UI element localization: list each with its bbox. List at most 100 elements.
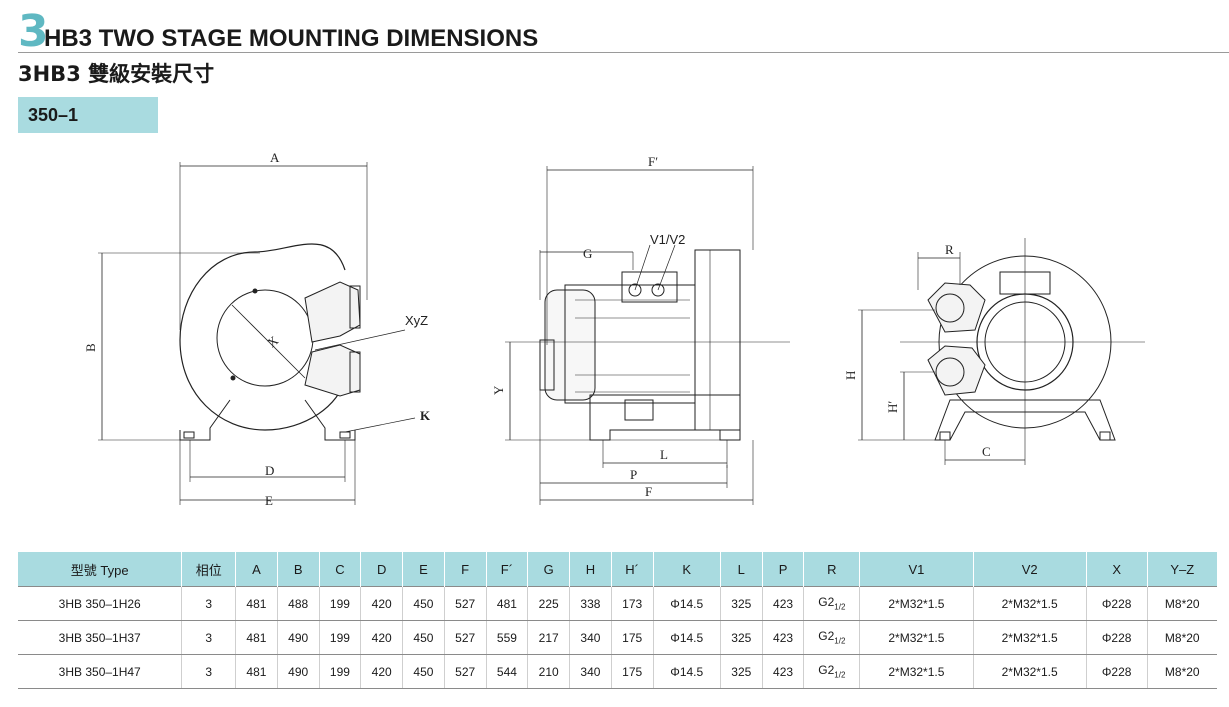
table-cell: 544: [485, 654, 528, 689]
dim-label-p: P: [630, 467, 637, 482]
table-cell: 450: [402, 586, 445, 621]
table-header-cell: E: [402, 552, 445, 587]
table-header-cell: B: [276, 552, 320, 587]
table-header-cell: C: [318, 552, 361, 587]
cell-value: G2: [818, 629, 835, 644]
table-cell: 338: [569, 586, 612, 621]
table-cell: G21/2: [803, 620, 860, 655]
table-cell: 488: [276, 586, 320, 621]
cell-value: G2: [818, 595, 835, 610]
table-header-cell: V2: [972, 552, 1087, 587]
table-cell: Φ14.5: [652, 620, 721, 655]
dim-label-a: A: [270, 150, 280, 165]
table-cell: 423: [761, 654, 804, 689]
table-cell: 481: [485, 586, 528, 621]
table-header-cell: V1: [859, 552, 974, 587]
title-chinese: 3HB3 雙級安裝尺寸: [18, 62, 215, 86]
table-header-cell: F´: [485, 552, 528, 587]
dim-label-h: H: [843, 371, 858, 380]
dim-label-f-prime: F′: [648, 154, 658, 169]
table-cell: G21/2: [803, 654, 860, 689]
table-cell: 2*M32*1.5: [859, 586, 974, 621]
table-cell: 490: [276, 620, 320, 655]
table-cell: 210: [527, 654, 570, 689]
dim-label-y: Y: [491, 385, 506, 395]
table-cell: 450: [402, 654, 445, 689]
table-cell: 199: [318, 654, 361, 689]
dim-label-b: B: [83, 343, 98, 352]
title-divider: [18, 52, 1229, 53]
table-header-cell: G: [527, 552, 570, 587]
table-header-cell: Y–Z: [1146, 552, 1217, 587]
table-cell: 527: [443, 620, 487, 655]
table-cell: 2*M32*1.5: [972, 620, 1087, 655]
table-cell: 2*M32*1.5: [859, 654, 974, 689]
table-cell: 217: [527, 620, 570, 655]
table-cell: 2*M32*1.5: [859, 620, 974, 655]
table-cell: 175: [610, 620, 654, 655]
table-cell: 423: [761, 620, 804, 655]
table-cell: M8*20: [1146, 620, 1217, 655]
table-header-cell: A: [235, 552, 278, 587]
table-cell: 481: [235, 620, 278, 655]
dim-label-f: F: [645, 484, 652, 499]
table-cell: 3HB 350–1H47: [18, 654, 182, 689]
table-cell: G21/2: [803, 586, 860, 621]
table-cell: 559: [485, 620, 528, 655]
dimension-drawing: A B D E X XyZ K F′ G V1/V2 Y L P F R H H…: [83, 150, 1145, 508]
table-cell: Φ228: [1085, 620, 1148, 655]
table-header-cell: K: [652, 552, 721, 587]
table-cell: 3: [181, 620, 236, 655]
table-cell: 199: [318, 620, 361, 655]
table-header-cell: P: [761, 552, 804, 587]
table-cell: 2*M32*1.5: [972, 654, 1087, 689]
table-cell: 3: [181, 586, 236, 621]
table-cell: 481: [235, 586, 278, 621]
title-english: HB3 TWO STAGE MOUNTING DIMENSIONS: [44, 25, 539, 52]
dim-label-l: L: [660, 447, 668, 462]
table-header-cell: F: [443, 552, 487, 587]
table-header-cell: H´: [610, 552, 654, 587]
table-cell: 340: [569, 654, 612, 689]
table-cell: 3HB 350–1H37: [18, 620, 182, 655]
table-header-cell: 型號 Type: [18, 552, 182, 587]
table-cell: 325: [719, 586, 763, 621]
table-cell: M8*20: [1146, 586, 1217, 621]
table-header-cell: 相位: [181, 552, 236, 587]
cell-subscript: 1/2: [834, 636, 846, 646]
dim-label-k: K: [420, 408, 431, 423]
table-cell: 527: [443, 654, 487, 689]
dim-label-g: G: [583, 246, 592, 261]
table-cell: 420: [360, 586, 403, 621]
dim-label-d: D: [265, 463, 274, 478]
title-numeral: 3: [18, 6, 49, 57]
table-cell: 3HB 350–1H26: [18, 586, 182, 621]
dim-label-x: X: [264, 332, 281, 350]
table-cell: 420: [360, 654, 403, 689]
dim-label-c: C: [982, 444, 991, 459]
table-cell: Φ228: [1085, 586, 1148, 621]
table-cell: 325: [719, 620, 763, 655]
cell-subscript: 1/2: [834, 602, 846, 612]
table-cell: 340: [569, 620, 612, 655]
model-tag: 350–1: [18, 97, 158, 133]
table-cell: 173: [610, 586, 654, 621]
table-cell: 450: [402, 620, 445, 655]
dim-label-h-prime: H′: [885, 401, 900, 413]
table-header-cell: L: [719, 552, 763, 587]
table-cell: 175: [610, 654, 654, 689]
table-cell: 527: [443, 586, 487, 621]
table-cell: Φ14.5: [652, 654, 721, 689]
table-cell: 225: [527, 586, 570, 621]
dim-label-r: R: [945, 242, 954, 257]
cell-value: G2: [818, 663, 835, 678]
table-cell: 2*M32*1.5: [972, 586, 1087, 621]
dim-label-v1v2: V1/V2: [650, 232, 685, 247]
table-cell: M8*20: [1146, 654, 1217, 689]
table-cell: 423: [761, 586, 804, 621]
front-view: [98, 162, 416, 505]
